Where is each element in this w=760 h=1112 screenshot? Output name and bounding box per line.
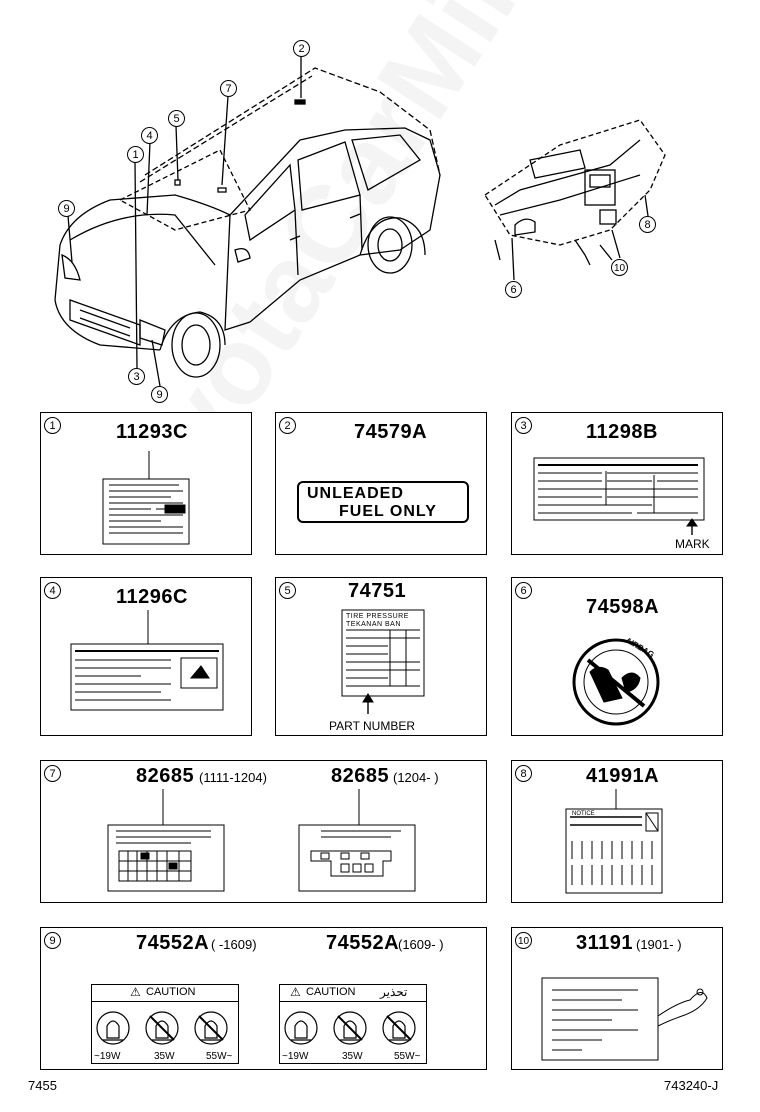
callout-10: 10: [611, 259, 628, 276]
panel-5: 5 74751 TIRE PRESSURE TEKANAN BAN PART N…: [275, 577, 487, 736]
panel-10: 10 31191 (1901- ): [511, 927, 723, 1070]
part-number-74598A: 74598A: [586, 596, 660, 618]
callout-2: 2: [293, 40, 310, 57]
part-number-11296C: 11296C: [116, 586, 188, 608]
fuse-labels: [107, 789, 416, 892]
caution-label-a: ⚠ CAUTION ~19W 35W 55W~: [91, 984, 239, 1064]
watt-35-b: 35W: [342, 1051, 363, 1062]
panel-1: 1 11293C: [40, 412, 252, 555]
range-82685-b: (1204- ): [393, 770, 439, 785]
label-11296C: [70, 610, 224, 711]
watt-19-a: ~19W: [94, 1051, 121, 1062]
callout-8: 8: [639, 216, 656, 233]
panel-num-7: 7: [44, 765, 61, 782]
fuel-line1: UNLEADED: [307, 485, 404, 502]
panel-num-3: 3: [515, 417, 532, 434]
warning-triangle-icon: ⚠: [290, 985, 301, 999]
callout-3: 3: [128, 368, 145, 385]
panel-num-2: 2: [279, 417, 296, 434]
label-11293C: [102, 451, 190, 545]
bulb-icons: [96, 1011, 416, 1045]
watt-55-a: 55W~: [206, 1051, 233, 1062]
watt-19-b: ~19W: [282, 1051, 309, 1062]
range-74552A-b: (1609- ): [398, 937, 444, 952]
callout-9b: 9: [151, 386, 168, 403]
callout-5: 5: [168, 110, 185, 127]
airbag-warning-icon: [572, 638, 660, 726]
panel-9: 9 74552A ( -1609) 74552A (1609- ) ⚠ CAUT…: [40, 927, 487, 1070]
panel-num-9: 9: [44, 932, 61, 949]
footer-left: 7455: [28, 1078, 57, 1093]
callout-6: 6: [505, 281, 522, 298]
tire-line1: TIRE PRESSURE: [346, 613, 409, 620]
label-41991A: [565, 789, 663, 894]
panel-num-1: 1: [44, 417, 61, 434]
footer-right: 743240-J: [664, 1078, 719, 1093]
callout-7: 7: [220, 80, 237, 97]
part-number-82685-a: 82685: [136, 765, 195, 787]
panel-num-8: 8: [515, 765, 532, 782]
caution-arabic-text: تحذير: [380, 985, 408, 999]
mark-label: MARK: [675, 537, 710, 551]
panel-num-4: 4: [44, 582, 61, 599]
part-number-31191: 31191: [576, 932, 634, 954]
part-number-41991A: 41991A: [586, 765, 660, 787]
callout-1: 1: [127, 146, 144, 163]
caution-b-header: ⚠ CAUTION تحذير: [280, 985, 426, 1002]
panel-2: 2 74579A UNLEADED FUEL ONLY: [275, 412, 487, 555]
range-82685-a: (1111-1204): [199, 770, 267, 785]
part-number-11293C: 11293C: [116, 421, 188, 443]
watt-35-a: 35W: [154, 1051, 175, 1062]
part-number-74751: 74751: [348, 580, 407, 602]
label-31191: [541, 977, 708, 1061]
panel-num-10: 10: [515, 932, 532, 949]
caution-a-header: ⚠ CAUTION: [92, 985, 238, 1002]
part-number-label: PART NUMBER: [329, 719, 416, 733]
panel-8: 8 41991A NOTICE: [511, 760, 723, 903]
label-74751: [341, 609, 425, 714]
caution-text-a: CAUTION: [146, 986, 196, 998]
panel-num-6: 6: [515, 582, 532, 599]
part-number-11298B: 11298B: [586, 421, 658, 443]
caution-label-b: ⚠ CAUTION تحذير ~19W 35W 55W~: [279, 984, 427, 1064]
tire-line2: TEKANAN BAN: [346, 621, 401, 628]
fuel-line2: FUEL ONLY: [339, 503, 437, 520]
notice-text: NOTICE: [572, 811, 595, 817]
part-number-74579A: 74579A: [354, 421, 428, 443]
range-74552A-a: ( -1609): [211, 937, 257, 952]
part-number-74552A-a: 74552A: [136, 932, 210, 954]
label-11298B: [533, 457, 705, 535]
part-number-74552A-b: 74552A: [326, 932, 400, 954]
vehicle-illustration: [54, 56, 666, 387]
panel-7: 7 82685 (1111-1204) 82685 (1204- ): [40, 760, 487, 903]
panel-num-5: 5: [279, 582, 296, 599]
callout-9: 9: [58, 200, 75, 217]
fuel-label: UNLEADED FUEL ONLY: [297, 481, 469, 523]
panel-4: 4 11296C: [40, 577, 252, 736]
range-31191: (1901- ): [636, 937, 682, 952]
panel-6: 6 74598A AIRBAG: [511, 577, 723, 736]
panel-3: 3 11298B MARK: [511, 412, 723, 555]
watt-55-b: 55W~: [394, 1051, 421, 1062]
warning-triangle-icon: ⚠: [130, 985, 141, 999]
caution-text-b: CAUTION: [306, 986, 356, 998]
part-number-82685-b: 82685: [331, 765, 390, 787]
callout-4: 4: [141, 127, 158, 144]
